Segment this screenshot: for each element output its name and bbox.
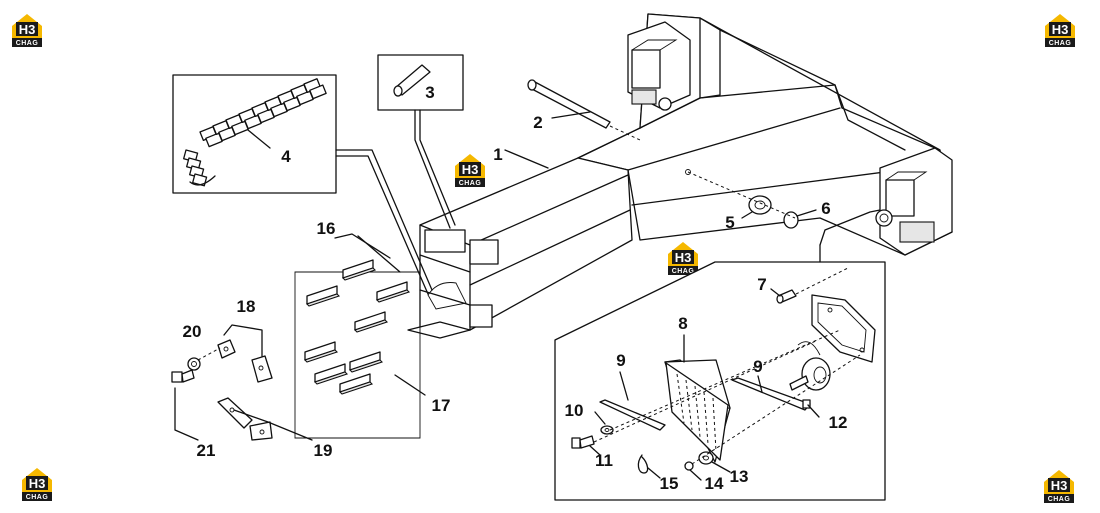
brand-logo-sub: CHAG xyxy=(1048,496,1071,503)
brand-logo-sub: CHAG xyxy=(672,268,695,275)
part-callout-3: 3 xyxy=(425,83,434,102)
washer-part-5 xyxy=(748,195,772,215)
brand-logo-sub: CHAG xyxy=(1049,40,1072,47)
part-callout-9: 9 xyxy=(616,351,625,370)
slide-pad xyxy=(375,281,411,303)
brand-logo-mark: H3 xyxy=(29,476,46,491)
part-callout-19: 19 xyxy=(314,441,333,460)
part-callout-18: 18 xyxy=(237,297,256,316)
brand-logo-mark: H3 xyxy=(462,162,479,177)
slide-pad xyxy=(353,311,389,333)
part-callout-8: 8 xyxy=(678,314,687,333)
slide-pads-group xyxy=(294,233,426,439)
slide-pad xyxy=(348,351,384,373)
detail-box-part-4 xyxy=(172,74,433,295)
part-callout-6: 6 xyxy=(821,199,830,218)
ring-part-6 xyxy=(783,211,799,229)
brand-logo-mark: H3 xyxy=(1052,22,1069,37)
part-callout-15: 15 xyxy=(660,474,679,493)
part-callout-4: 4 xyxy=(281,147,291,166)
slide-pad xyxy=(313,363,349,385)
part-callout-1: 1 xyxy=(493,145,502,164)
detail-box-part-3 xyxy=(377,54,464,229)
slide-pad xyxy=(341,259,377,281)
part-callout-17: 17 xyxy=(432,396,451,415)
brand-logo-sub: CHAG xyxy=(26,494,49,501)
brand-logo-mark: H3 xyxy=(1051,478,1068,493)
part-callout-14: 14 xyxy=(705,474,724,493)
part-callout-7: 7 xyxy=(757,275,766,294)
part-callout-2: 2 xyxy=(533,113,542,132)
part-callout-9: 9 xyxy=(753,357,762,376)
slide-pad xyxy=(338,373,374,395)
part-callout-12: 12 xyxy=(829,413,848,432)
small-hardware xyxy=(171,324,313,441)
part-callout-5: 5 xyxy=(725,213,734,232)
detail-panel-parts-7-15 xyxy=(554,209,886,501)
brand-logo-sub: CHAG xyxy=(16,40,39,47)
slide-pad xyxy=(303,341,339,363)
brand-logo-sub: CHAG xyxy=(459,180,482,187)
part-callout-11: 11 xyxy=(595,451,613,470)
part-callout-10: 10 xyxy=(565,401,584,420)
part-callout-20: 20 xyxy=(183,322,202,341)
boom-assembly xyxy=(407,13,953,339)
part-callout-16: 16 xyxy=(317,219,336,238)
pin-part-2 xyxy=(527,79,641,141)
slide-pad xyxy=(305,285,341,307)
part-callout-13: 13 xyxy=(730,467,749,486)
part-callout-21: 21 xyxy=(197,441,216,460)
brand-logo-mark: H3 xyxy=(19,22,36,37)
brand-logo-mark: H3 xyxy=(675,250,692,265)
